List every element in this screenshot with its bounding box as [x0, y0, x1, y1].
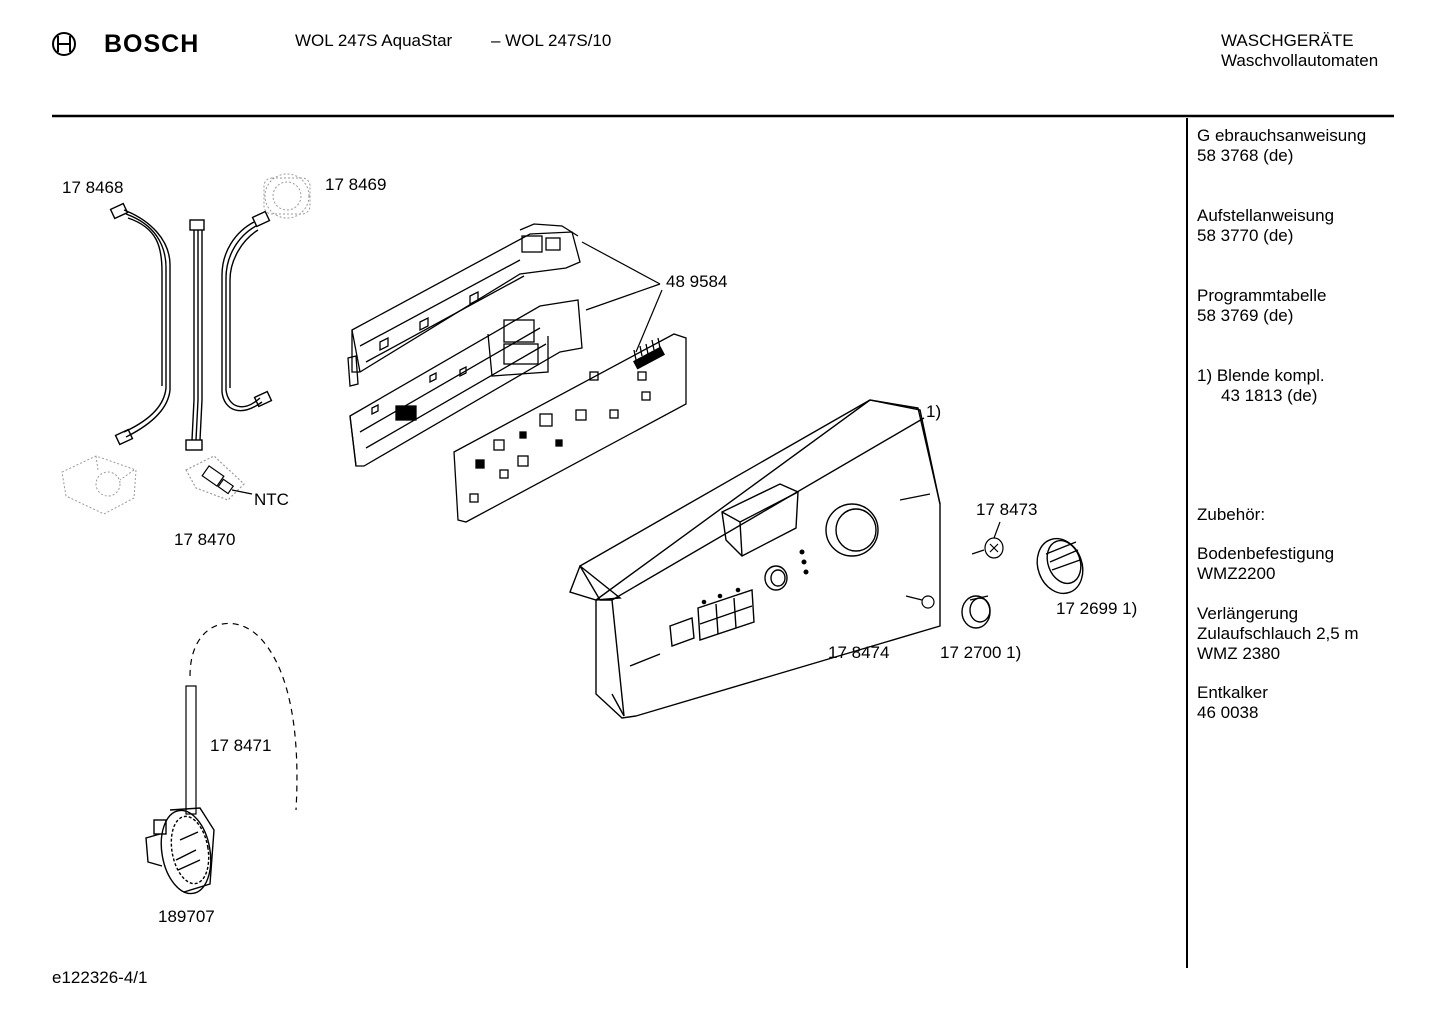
part-label-ntc: NTC — [254, 490, 289, 509]
part-label-178468: 17 8468 — [62, 178, 124, 197]
sidebar-note-code: 43 1813 (de) — [1221, 386, 1318, 405]
part-label-footnote: 1) — [926, 402, 942, 421]
sidebar-doc2-code: 58 3770 (de) — [1197, 226, 1294, 245]
part-label-489584: 48 9584 — [666, 272, 728, 291]
part-label-189707: 189707 — [158, 907, 215, 926]
valve-part — [61, 455, 137, 515]
knob-172699 — [1036, 537, 1084, 595]
model-code: – WOL 247S/10 — [491, 31, 612, 50]
part-label-178471: 17 8471 — [210, 736, 272, 755]
document-id: e122326-4/1 — [52, 968, 148, 987]
sidebar-acc2-desc: Zulaufschlauch 2,5 m — [1197, 624, 1359, 643]
part-label-172700: 17 2700 1) — [940, 643, 1022, 662]
sidebar-acc1-code: WMZ2200 — [1197, 564, 1276, 583]
category-subtitle: Waschvollautomaten — [1221, 51, 1379, 70]
category-title: WASCHGERÄTE — [1221, 31, 1354, 50]
pressure-hose-178471 — [185, 622, 298, 815]
sensor-178469 — [263, 173, 311, 219]
sidebar-acc2-name: Verlängerung — [1197, 604, 1299, 623]
shaft-178473 — [971, 521, 1004, 559]
bosch-logo-icon — [52, 32, 76, 56]
part-label-178469: 17 8469 — [325, 175, 387, 194]
sidebar-note-title: 1) Blende kompl. — [1197, 366, 1325, 385]
model-name: WOL 247S AquaStar — [295, 31, 453, 50]
part-label-178470: 17 8470 — [174, 530, 236, 549]
sidebar-doc3-code: 58 3769 (de) — [1197, 306, 1294, 325]
sidebar-doc2-title: Aufstellanweisung — [1197, 206, 1335, 225]
sidebar-doc3-title: Programmtabelle — [1197, 286, 1327, 305]
part-label-178473: 17 8473 — [976, 500, 1038, 519]
control-panel-fascia — [569, 399, 941, 719]
sidebar-acc3-code: 46 0038 — [1197, 703, 1259, 722]
control-module-489584 — [347, 223, 687, 523]
brand-logo: BOSCH — [104, 30, 200, 58]
sidebar-acc2-code: WMZ 2380 — [1197, 644, 1281, 663]
leader-lines-489584 — [581, 241, 663, 353]
wire-harness-178468 — [109, 202, 273, 451]
sidebar-doc1-title: G ebrauchsanweisung — [1197, 126, 1367, 145]
pin-178474 — [905, 595, 935, 609]
sidebar-acc1-name: Bodenbefestigung — [1197, 544, 1335, 563]
pressure-switch-189707 — [145, 807, 215, 895]
sidebar-accessories-title: Zubehör: — [1197, 505, 1266, 524]
knob-172700 — [961, 595, 991, 629]
sidebar-acc3-name: Entkalker — [1197, 683, 1268, 702]
part-label-178474: 17 8474 — [828, 643, 890, 662]
part-label-172699: 17 2699 1) — [1056, 599, 1138, 618]
ntc-sensor — [185, 455, 253, 501]
sidebar-doc1-code: 58 3768 (de) — [1197, 146, 1294, 165]
